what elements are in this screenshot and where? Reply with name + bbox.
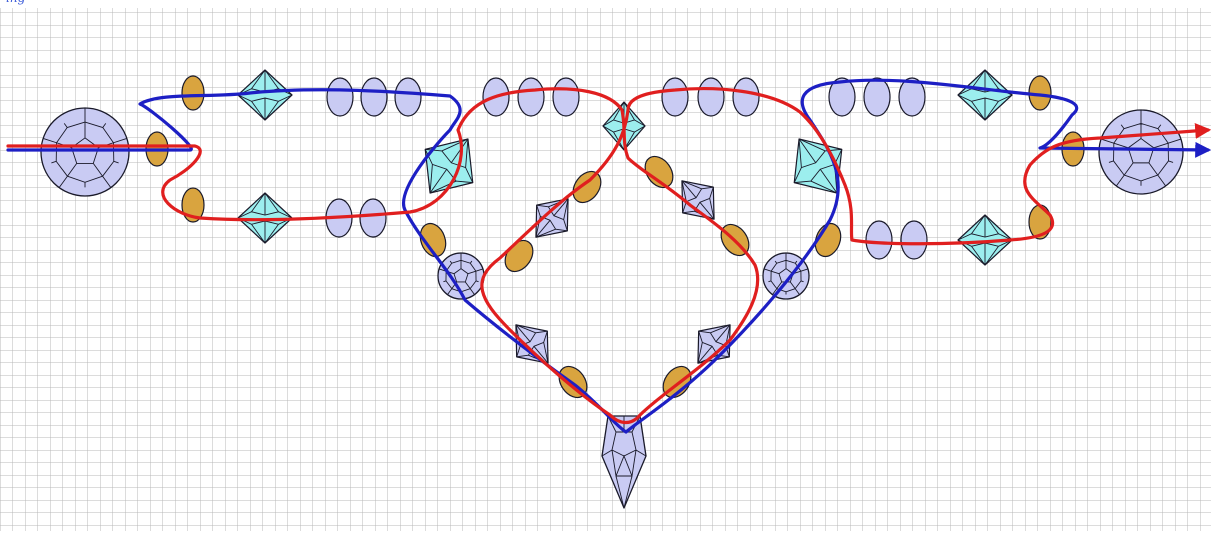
caption-fragment: ing bbox=[6, 0, 25, 5]
oval-bead-icon bbox=[361, 78, 387, 116]
faceted-round-bead-icon bbox=[41, 108, 129, 196]
oval-bead-icon bbox=[360, 199, 386, 237]
oval-bead-icon bbox=[327, 78, 353, 116]
oval-bead-icon bbox=[733, 78, 759, 116]
faceted-round-bead-icon bbox=[1099, 110, 1183, 194]
seed-bead-icon bbox=[182, 76, 204, 110]
oval-bead-icon bbox=[518, 78, 544, 116]
oval-bead-icon bbox=[864, 78, 890, 116]
oval-bead-icon bbox=[395, 78, 421, 116]
oval-bead-icon bbox=[901, 221, 927, 259]
oval-bead-icon bbox=[662, 78, 688, 116]
oval-bead-icon bbox=[866, 221, 892, 259]
oval-bead-icon bbox=[553, 78, 579, 116]
oval-bead-icon bbox=[698, 78, 724, 116]
